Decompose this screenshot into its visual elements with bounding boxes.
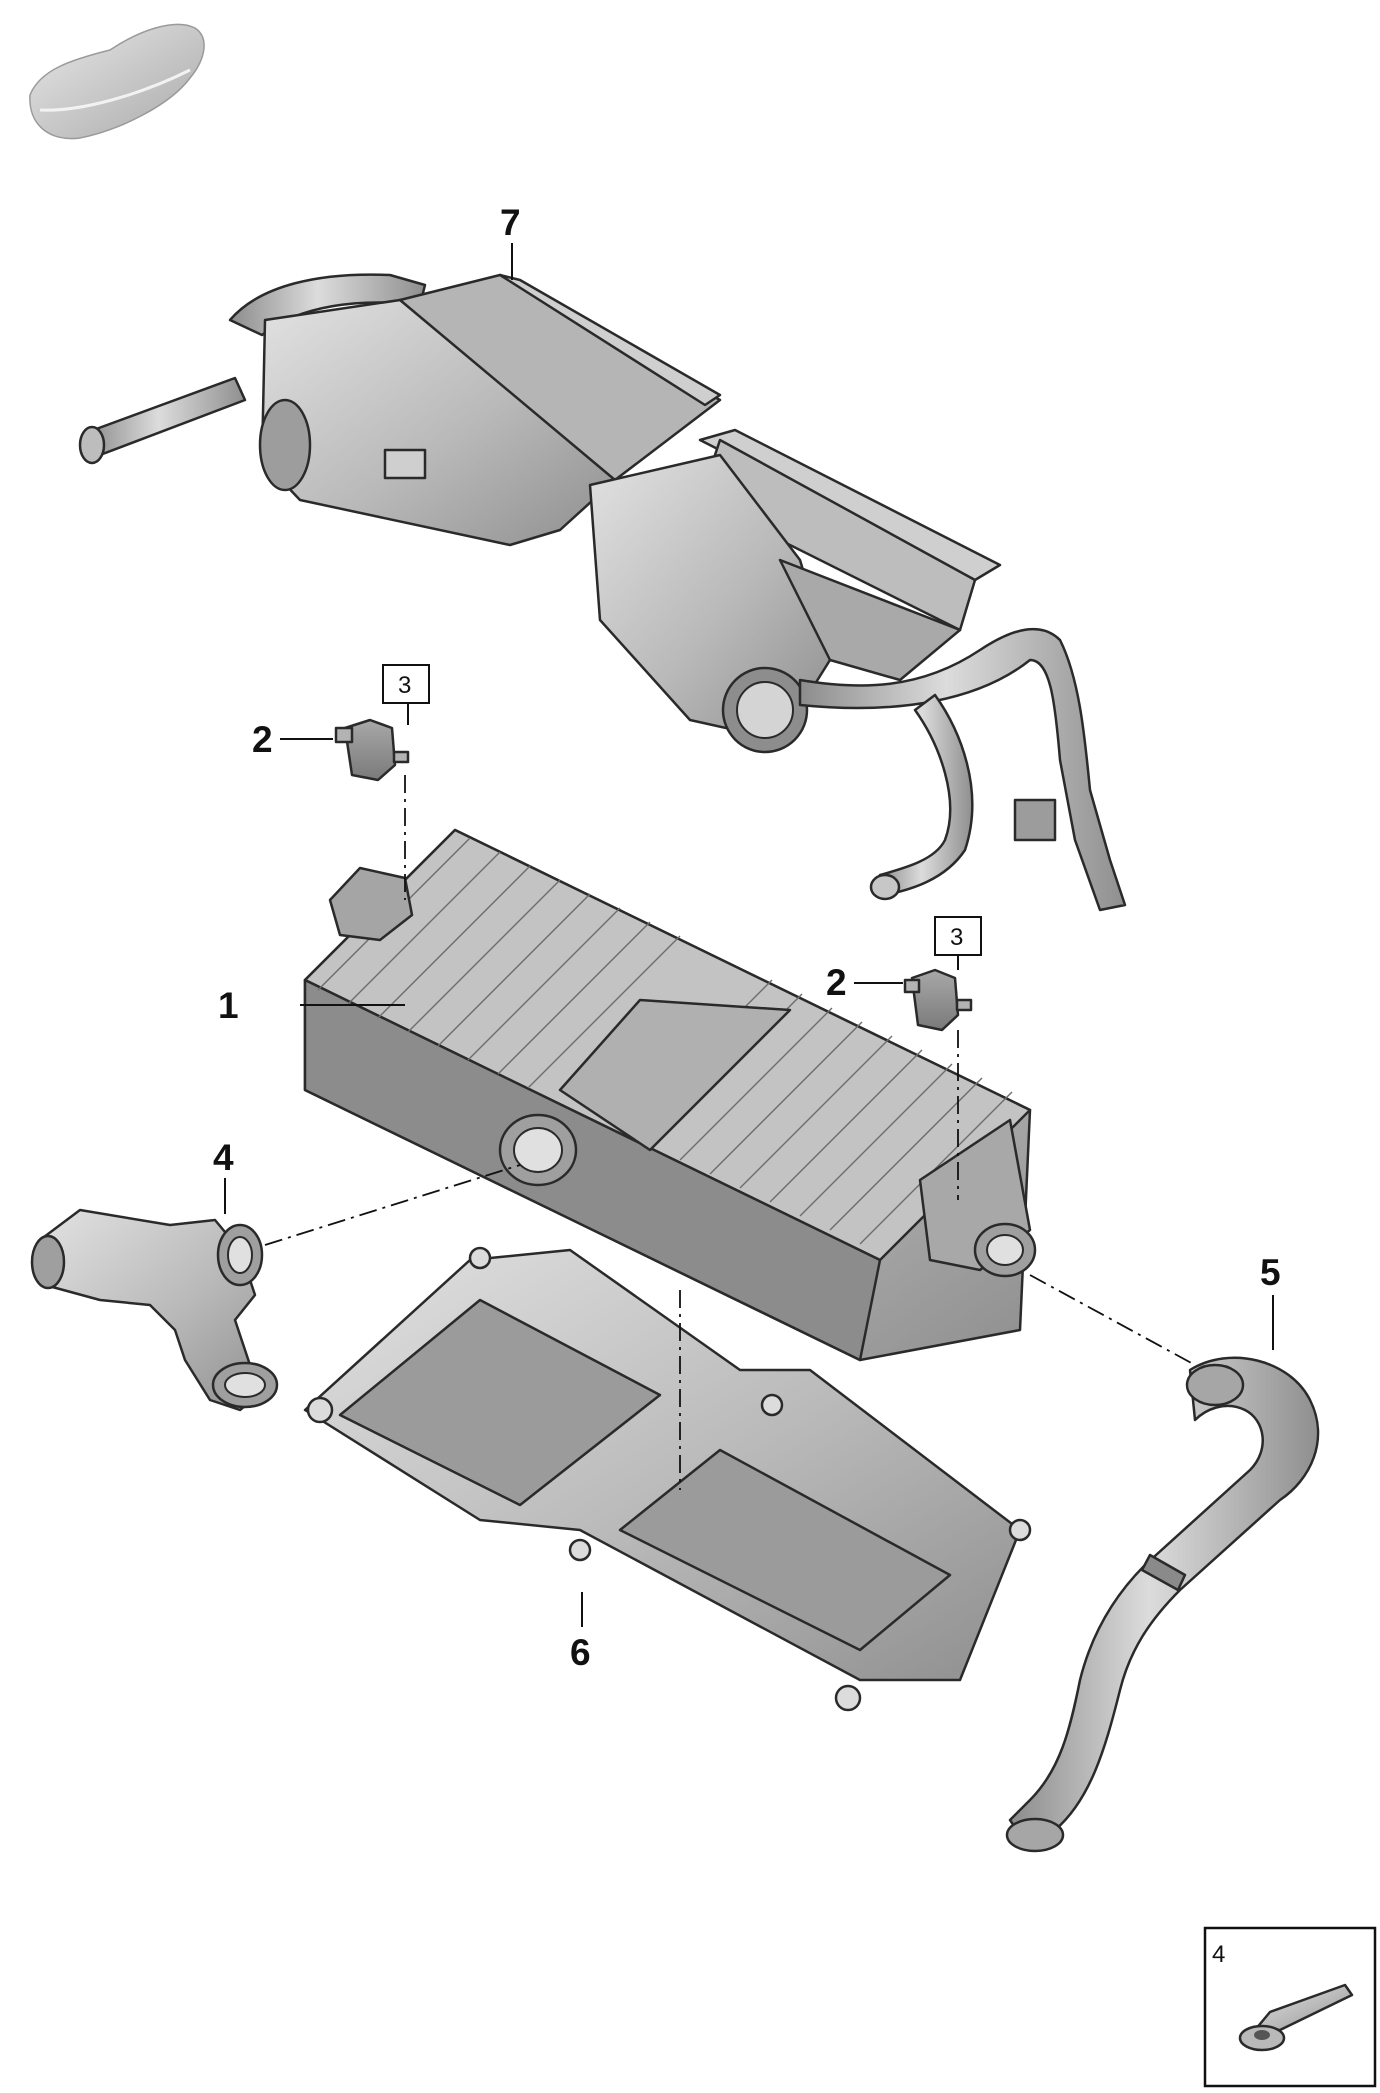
y-intake-pipe <box>30 1208 279 1412</box>
callout-5: 5 <box>1260 1252 1281 1293</box>
air-duct-assembly <box>78 273 1127 912</box>
pressure-sensor-upper <box>334 718 410 782</box>
air-guide-shroud <box>303 1246 1032 1712</box>
callout-3-lower-box: 3 <box>934 916 982 956</box>
callout-6: 6 <box>570 1632 591 1673</box>
callout-1: 1 <box>218 985 239 1026</box>
leader-lines <box>224 243 1274 1627</box>
assembly-guide-lines <box>264 775 1196 1490</box>
callout-7: 7 <box>500 202 521 243</box>
callout-3-upper: 3 <box>398 672 411 699</box>
callout-2-upper: 2 <box>252 719 273 760</box>
legend-item-number: 4 <box>1212 1941 1225 1968</box>
callout-3-upper-box: 3 <box>382 664 430 704</box>
car-thumbnail-icon <box>29 23 205 140</box>
charge-air-hose <box>1005 1356 1320 1853</box>
callout-2-lower: 2 <box>826 962 847 1003</box>
callout-3-lower: 3 <box>950 924 963 951</box>
bolt-icon <box>1238 1983 1354 2052</box>
fastener-legend-box: 4 <box>1203 1926 1377 2088</box>
callout-4: 4 <box>213 1137 234 1178</box>
intercooler <box>303 828 1037 1362</box>
pressure-sensor-lower <box>903 968 973 1032</box>
